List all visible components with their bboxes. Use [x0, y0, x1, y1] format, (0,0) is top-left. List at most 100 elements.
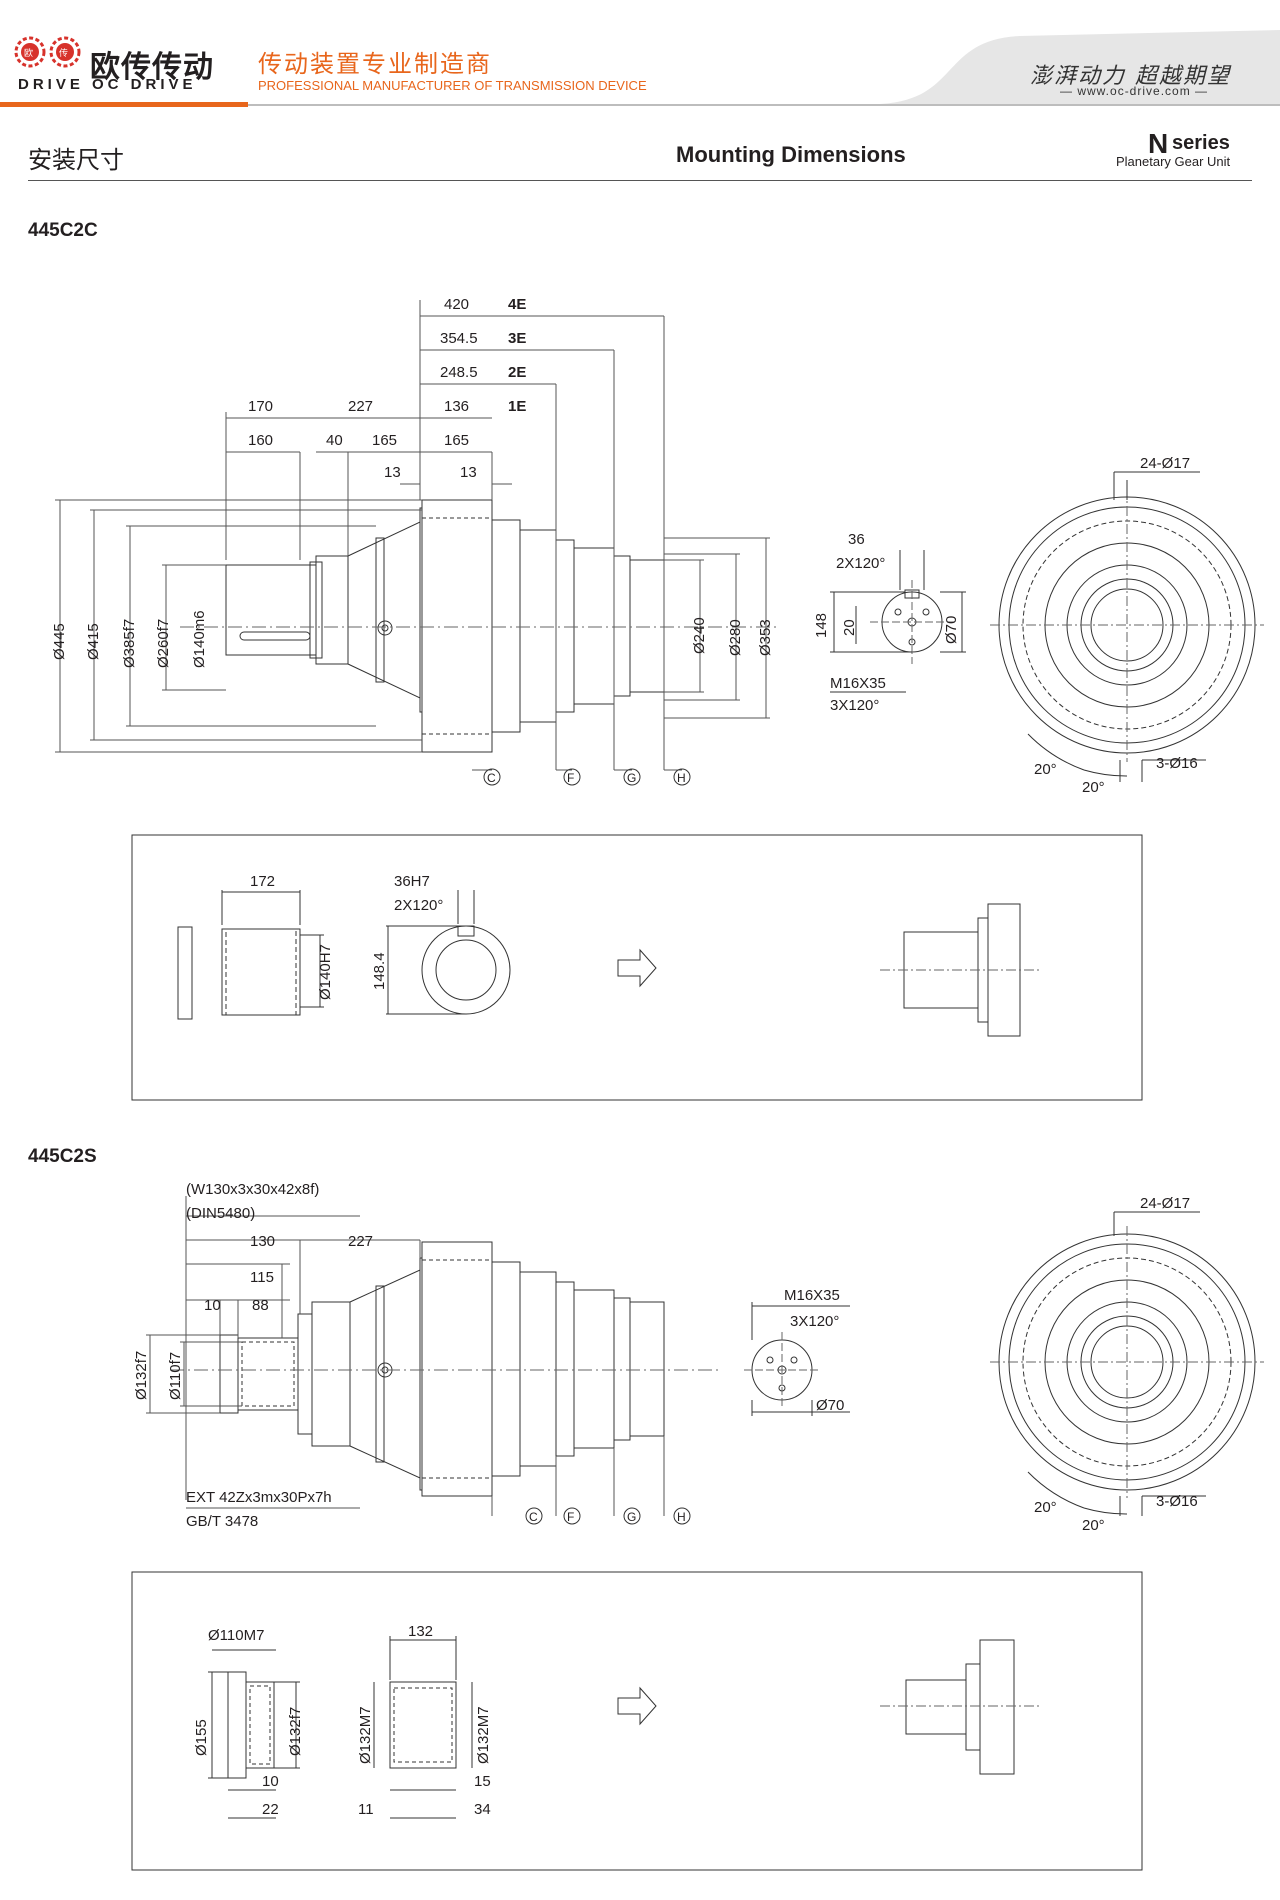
dim-132f7: Ø132f7 — [133, 1351, 150, 1400]
accent-bar — [0, 102, 248, 107]
dim-thread-1: M16X35 — [830, 675, 886, 692]
dim-4E: 4E — [508, 296, 526, 313]
shaft-end-view-2 — [744, 1302, 850, 1416]
dim-thread-2: M16X35 — [784, 1287, 840, 1304]
dim-3E: 3E — [508, 330, 526, 347]
alternative-output-box-1 — [131, 834, 1143, 1101]
dim-angle-20d: 20° — [1082, 1517, 1105, 1534]
dim-148-4: 148.4 — [371, 952, 388, 990]
tagline-cn: 传动装置专业制造商 — [258, 51, 492, 78]
dim-10: 10 — [204, 1297, 221, 1314]
dim-box-10: 10 — [262, 1773, 279, 1790]
section-markers-1 — [483, 768, 691, 786]
marker-H2: H — [677, 1510, 686, 1524]
dim-385f7: Ø385f7 — [121, 619, 138, 668]
dimension-lines-1 — [55, 300, 770, 771]
dim-15: 15 — [474, 1773, 491, 1790]
dim-354-5: 354.5 — [440, 330, 478, 347]
dim-3-holes: 3-Ø16 — [1156, 755, 1198, 772]
marker-F2: F — [567, 1510, 574, 1524]
dim-13a: 13 — [384, 464, 401, 481]
dim-165a: 165 — [372, 432, 397, 449]
dim-155: Ø155 — [193, 1719, 210, 1756]
dim-132M7a: Ø132M7 — [357, 1706, 374, 1764]
dim-70: Ø70 — [943, 616, 960, 644]
dim-3x120: 3X120° — [830, 697, 879, 714]
dim-160: 160 — [248, 432, 273, 449]
arrow-right-icon — [617, 948, 657, 988]
dim-170: 170 — [248, 398, 273, 415]
dim-box-2x120: 2X120° — [394, 897, 443, 914]
page-title-cn: 安装尺寸 — [28, 147, 124, 174]
dim-angle-20c: 20° — [1034, 1499, 1057, 1516]
title-divider — [28, 180, 1252, 181]
series-letter: N — [1148, 128, 1169, 159]
dim-3x120-2: 3X120° — [790, 1313, 839, 1330]
dim-227-2: 227 — [348, 1233, 373, 1250]
marker-C2: C — [529, 1510, 538, 1524]
section-markers-2 — [525, 1507, 691, 1525]
dim-132M7b: Ø132M7 — [475, 1706, 492, 1764]
dim-88: 88 — [252, 1297, 269, 1314]
dim-132: 132 — [408, 1623, 433, 1640]
dim-227: 227 — [348, 398, 373, 415]
dim-24-holes: 24-Ø17 — [1140, 455, 1190, 472]
dim-240: Ø240 — [691, 617, 708, 654]
marker-G: G — [627, 771, 636, 785]
svg-text:欧: 欧 — [24, 47, 33, 58]
dim-3-holes-2: 3-Ø16 — [1156, 1493, 1198, 1510]
gear-unit-side-view-1 — [180, 499, 780, 753]
shaft-end-view-1 — [830, 550, 966, 693]
dim-110M7: Ø110M7 — [208, 1627, 264, 1644]
dim-36H7: 36H7 — [394, 873, 430, 890]
svg-text:传: 传 — [59, 47, 68, 58]
dim-24-holes-2: 24-Ø17 — [1140, 1195, 1190, 1212]
dim-34: 34 — [474, 1801, 491, 1818]
alternative-output-box-2 — [131, 1571, 1143, 1871]
logo-text-en: DRIVE OC DRIVE — [18, 76, 197, 93]
website: — www.oc-drive.com — — [1060, 84, 1209, 98]
series-subtitle: Planetary Gear Unit — [1116, 154, 1231, 169]
dim-130: 130 — [250, 1233, 275, 1250]
dim-1E: 1E — [508, 398, 526, 415]
page-title-en: Mounting Dimensions — [676, 142, 906, 167]
dim-angle-20a: 20° — [1034, 761, 1057, 778]
header-background — [0, 0, 1280, 107]
dim-2E: 2E — [508, 364, 526, 381]
ext-spline-standard: GB/T 3478 — [186, 1513, 258, 1530]
dim-70-2: Ø70 — [816, 1397, 844, 1414]
dim-140m6: Ø140m6 — [191, 610, 208, 668]
marker-H: H — [677, 771, 686, 785]
dim-136: 136 — [444, 398, 469, 415]
dim-110f7: Ø110f7 — [167, 1352, 184, 1400]
alt-output-2-parts — [208, 1636, 1040, 1819]
section1-labels: 420 4E 354.5 3E 248.5 2E 136 1E 170 227 … — [51, 296, 1198, 1000]
dim-260f7: Ø260f7 — [155, 619, 172, 668]
dim-445: Ø445 — [51, 623, 68, 660]
ext-spline-spec: EXT 42Zx3mx30Px7h — [186, 1489, 332, 1506]
dimension-lines-2 — [146, 1196, 665, 1516]
dim-11: 11 — [358, 1801, 374, 1818]
marker-G2: G — [627, 1510, 636, 1524]
flange-front-view-2 — [990, 1211, 1264, 1516]
header-band — [0, 0, 1280, 108]
dim-115: 115 — [250, 1269, 274, 1286]
dim-2x120: 2X120° — [836, 555, 885, 572]
dim-13b: 13 — [460, 464, 477, 481]
section2-labels: (W130x3x30x42x8f) (DIN5480) 130 227 115 … — [133, 1181, 1198, 1818]
dim-420: 420 — [444, 296, 469, 313]
dim-248-5: 248.5 — [440, 364, 478, 381]
series-word: series — [1172, 132, 1230, 154]
section-model-1: 445C2C — [28, 220, 98, 241]
alt-output-1-parts — [177, 890, 1040, 1037]
dim-36: 36 — [848, 531, 865, 548]
dim-20: 20 — [841, 619, 858, 636]
logo-text-cn: 欧传传动 — [90, 51, 214, 84]
dim-353: Ø353 — [757, 619, 774, 656]
dim-box-132f7: Ø132f7 — [287, 1707, 304, 1756]
marker-F: F — [567, 771, 574, 785]
marker-C: C — [487, 771, 496, 785]
logo-gear-icon: 欧 传 — [14, 36, 81, 68]
tagline-en: PROFESSIONAL MANUFACTURER OF TRANSMISSIO… — [258, 78, 647, 93]
